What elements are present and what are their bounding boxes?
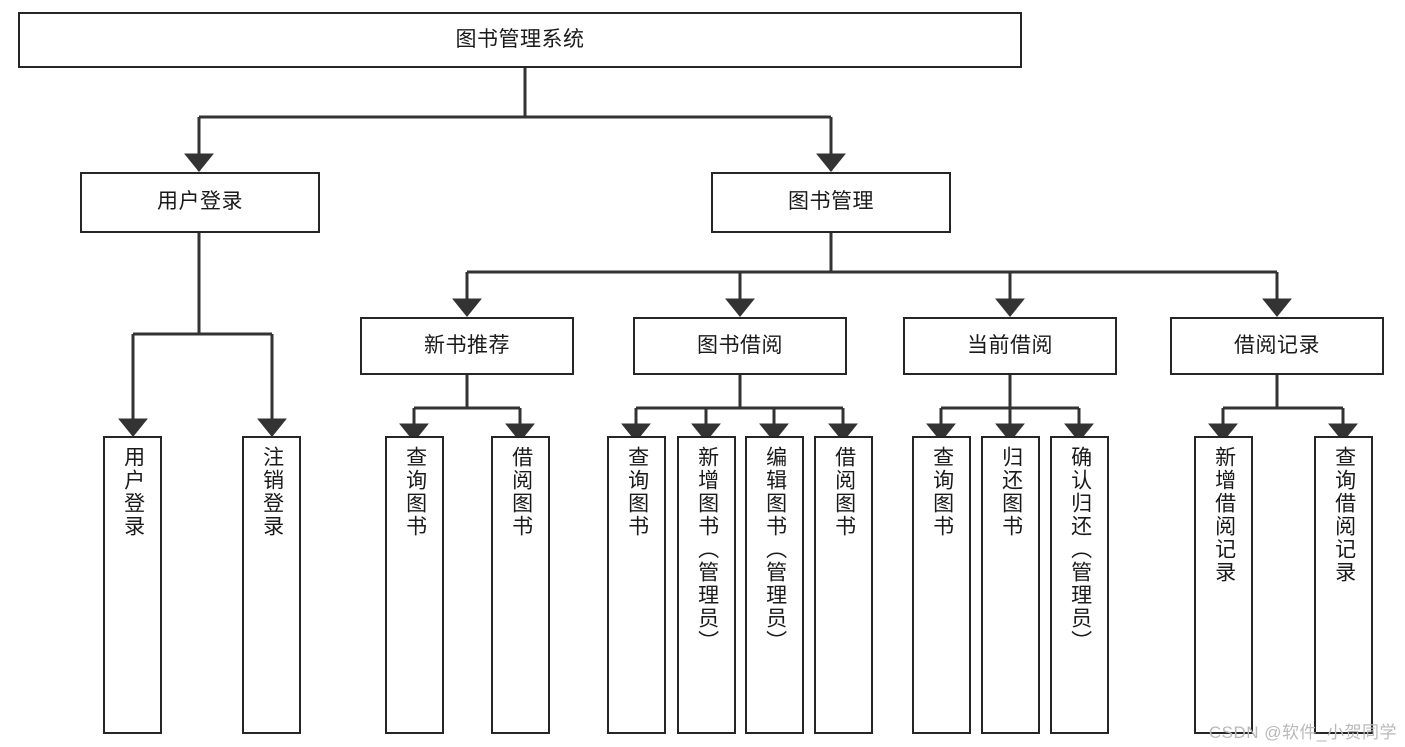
connectors-root: [184, 68, 846, 172]
node-borrow-record[interactable]: 借阅记录: [1170, 317, 1384, 375]
node-leaf-logout-login[interactable]: 注销登录: [242, 436, 301, 734]
node-leaf-borrow-book-1[interactable]: 借阅图书: [491, 436, 550, 734]
node-label: 新书推荐: [424, 333, 510, 357]
node-label: 借阅记录: [1234, 333, 1320, 357]
node-label: 注销登录: [260, 446, 284, 538]
node-label: 图书管理: [788, 190, 874, 214]
node-leaf-query-book-2[interactable]: 查询图书: [607, 436, 666, 734]
node-label: 查询图书: [930, 446, 954, 538]
node-leaf-add-record[interactable]: 新增借阅记录: [1194, 436, 1253, 734]
connectors-new-book-recommend: [399, 375, 535, 442]
node-label: 编辑图书（管理员）: [763, 446, 787, 653]
node-leaf-edit-book[interactable]: 编辑图书（管理员）: [745, 436, 804, 734]
node-leaf-user-login[interactable]: 用户登录: [103, 436, 162, 734]
node-label: 借阅图书: [832, 446, 856, 538]
node-book-borrow[interactable]: 图书借阅: [633, 317, 847, 375]
node-leaf-query-book-3[interactable]: 查询图书: [912, 436, 971, 734]
node-book-manage[interactable]: 图书管理: [711, 172, 951, 233]
node-leaf-return-book[interactable]: 归还图书: [981, 436, 1040, 734]
node-label: 用户登录: [157, 190, 243, 214]
node-label: 当前借阅: [967, 333, 1053, 357]
node-label: 借阅图书: [509, 446, 533, 538]
node-leaf-query-book-1[interactable]: 查询图书: [385, 436, 444, 734]
node-new-book-recommend[interactable]: 新书推荐: [360, 317, 574, 375]
csdn-watermark: CSDN @软件_小贺同学: [1208, 723, 1397, 742]
node-current-borrow[interactable]: 当前借阅: [903, 317, 1117, 375]
connectors-current-borrow: [926, 375, 1094, 442]
node-label: 查询借阅记录: [1332, 446, 1356, 584]
connectors-borrow-record: [1208, 375, 1358, 442]
node-root-system[interactable]: 图书管理系统: [18, 12, 1022, 68]
node-label: 查询图书: [625, 446, 649, 538]
node-user-login[interactable]: 用户登录: [80, 172, 320, 233]
node-label: 用户登录: [121, 446, 145, 538]
node-label: 查询图书: [403, 446, 427, 538]
node-leaf-add-book[interactable]: 新增图书（管理员）: [677, 436, 736, 734]
node-label: 新增图书（管理员）: [695, 446, 719, 653]
node-label: 归还图书: [999, 446, 1023, 538]
node-label: 新增借阅记录: [1212, 446, 1236, 584]
connectors-book-borrow: [621, 375, 858, 442]
node-label: 图书借阅: [697, 333, 783, 357]
connectors-book-manage: [452, 233, 1292, 317]
node-leaf-confirm-return[interactable]: 确认归还（管理员）: [1050, 436, 1109, 734]
node-leaf-query-record[interactable]: 查询借阅记录: [1314, 436, 1373, 734]
node-label: 图书管理系统: [455, 27, 585, 51]
connectors-user-login: [118, 233, 287, 437]
node-leaf-borrow-book-2[interactable]: 借阅图书: [814, 436, 873, 734]
node-label: 确认归还（管理员）: [1068, 446, 1092, 653]
